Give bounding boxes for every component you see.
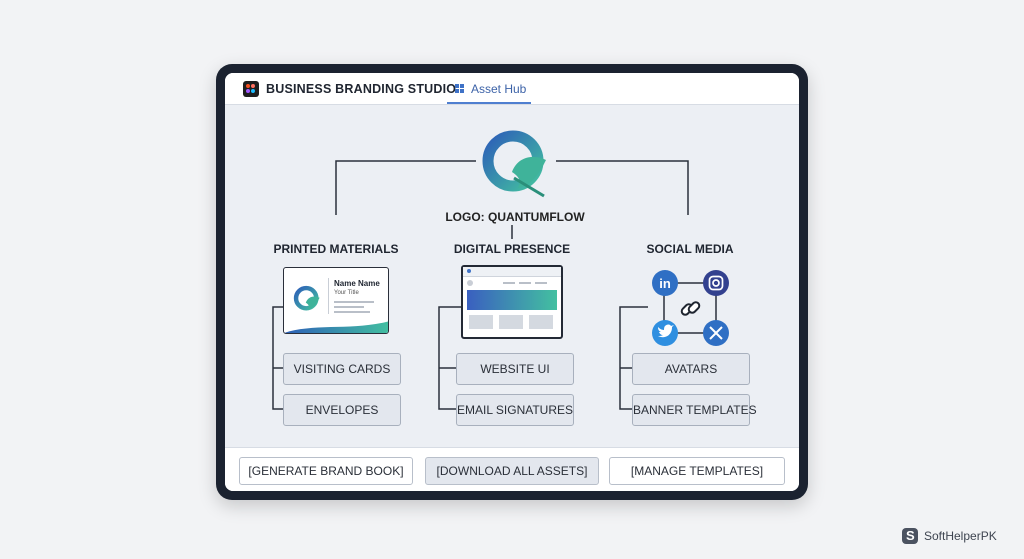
- instagram-icon: [703, 270, 729, 296]
- printed-materials-title: PRINTED MATERIALS: [273, 242, 399, 256]
- avatars-button[interactable]: AVATARS: [632, 353, 750, 385]
- social-media-title: SOCIAL MEDIA: [646, 242, 734, 256]
- watermark-text: SoftHelperPK: [924, 529, 997, 543]
- twitter-icon: [652, 320, 678, 346]
- visiting-cards-button[interactable]: VISITING CARDS: [283, 353, 401, 385]
- connector-right: [556, 160, 689, 215]
- card-name: Name Name: [334, 279, 380, 288]
- logo-label: LOGO: QUANTUMFLOW: [445, 210, 585, 224]
- linkedin-icon: in: [652, 270, 678, 296]
- connector-left: [335, 160, 476, 215]
- website-ui-button[interactable]: WEBSITE UI: [456, 353, 574, 385]
- tab-label: Asset Hub: [471, 82, 527, 96]
- envelopes-button[interactable]: ENVELOPES: [283, 394, 401, 426]
- connector-lines: [272, 160, 689, 410]
- business-card-preview: Name Name Your Title: [283, 267, 389, 334]
- app-window: BUSINESS BRANDING STUDIO Asset Hub: [225, 73, 799, 491]
- email-signatures-button[interactable]: EMAIL SIGNATURES: [456, 394, 574, 426]
- link-icon: [680, 301, 701, 316]
- app-title: BUSINESS BRANDING STUDIO: [266, 82, 457, 96]
- quantumflow-logo: [482, 130, 546, 198]
- tab-asset-hub[interactable]: Asset Hub: [447, 73, 531, 104]
- tree-digital: [438, 306, 461, 410]
- generate-brand-book-button[interactable]: [GENERATE BRAND BOOK]: [239, 457, 413, 485]
- action-bar: [GENERATE BRAND BOOK] [DOWNLOAD ALL ASSE…: [225, 447, 799, 491]
- website-mockup: [461, 265, 563, 339]
- svg-text:in: in: [659, 276, 671, 291]
- softhelper-logo-icon: S: [902, 528, 918, 544]
- digital-presence-title: DIGITAL PRESENCE: [453, 242, 571, 256]
- figma-icon: [243, 81, 259, 97]
- title-bar: BUSINESS BRANDING STUDIO Asset Hub: [225, 73, 799, 105]
- manage-templates-button[interactable]: [MANAGE TEMPLATES]: [609, 457, 785, 485]
- banner-templates-button[interactable]: BANNER TEMPLATES: [632, 394, 757, 426]
- x-icon: [703, 320, 729, 346]
- card-swoosh: [284, 321, 388, 333]
- card-logo-icon: [293, 285, 320, 311]
- download-all-assets-button[interactable]: [DOWNLOAD ALL ASSETS]: [425, 457, 599, 485]
- social-network-graphic: in: [652, 270, 729, 346]
- device-frame: BUSINESS BRANDING STUDIO Asset Hub: [216, 64, 808, 500]
- grid-icon: [455, 84, 465, 94]
- card-title: Your Title: [334, 290, 359, 296]
- tree-social: [619, 306, 648, 410]
